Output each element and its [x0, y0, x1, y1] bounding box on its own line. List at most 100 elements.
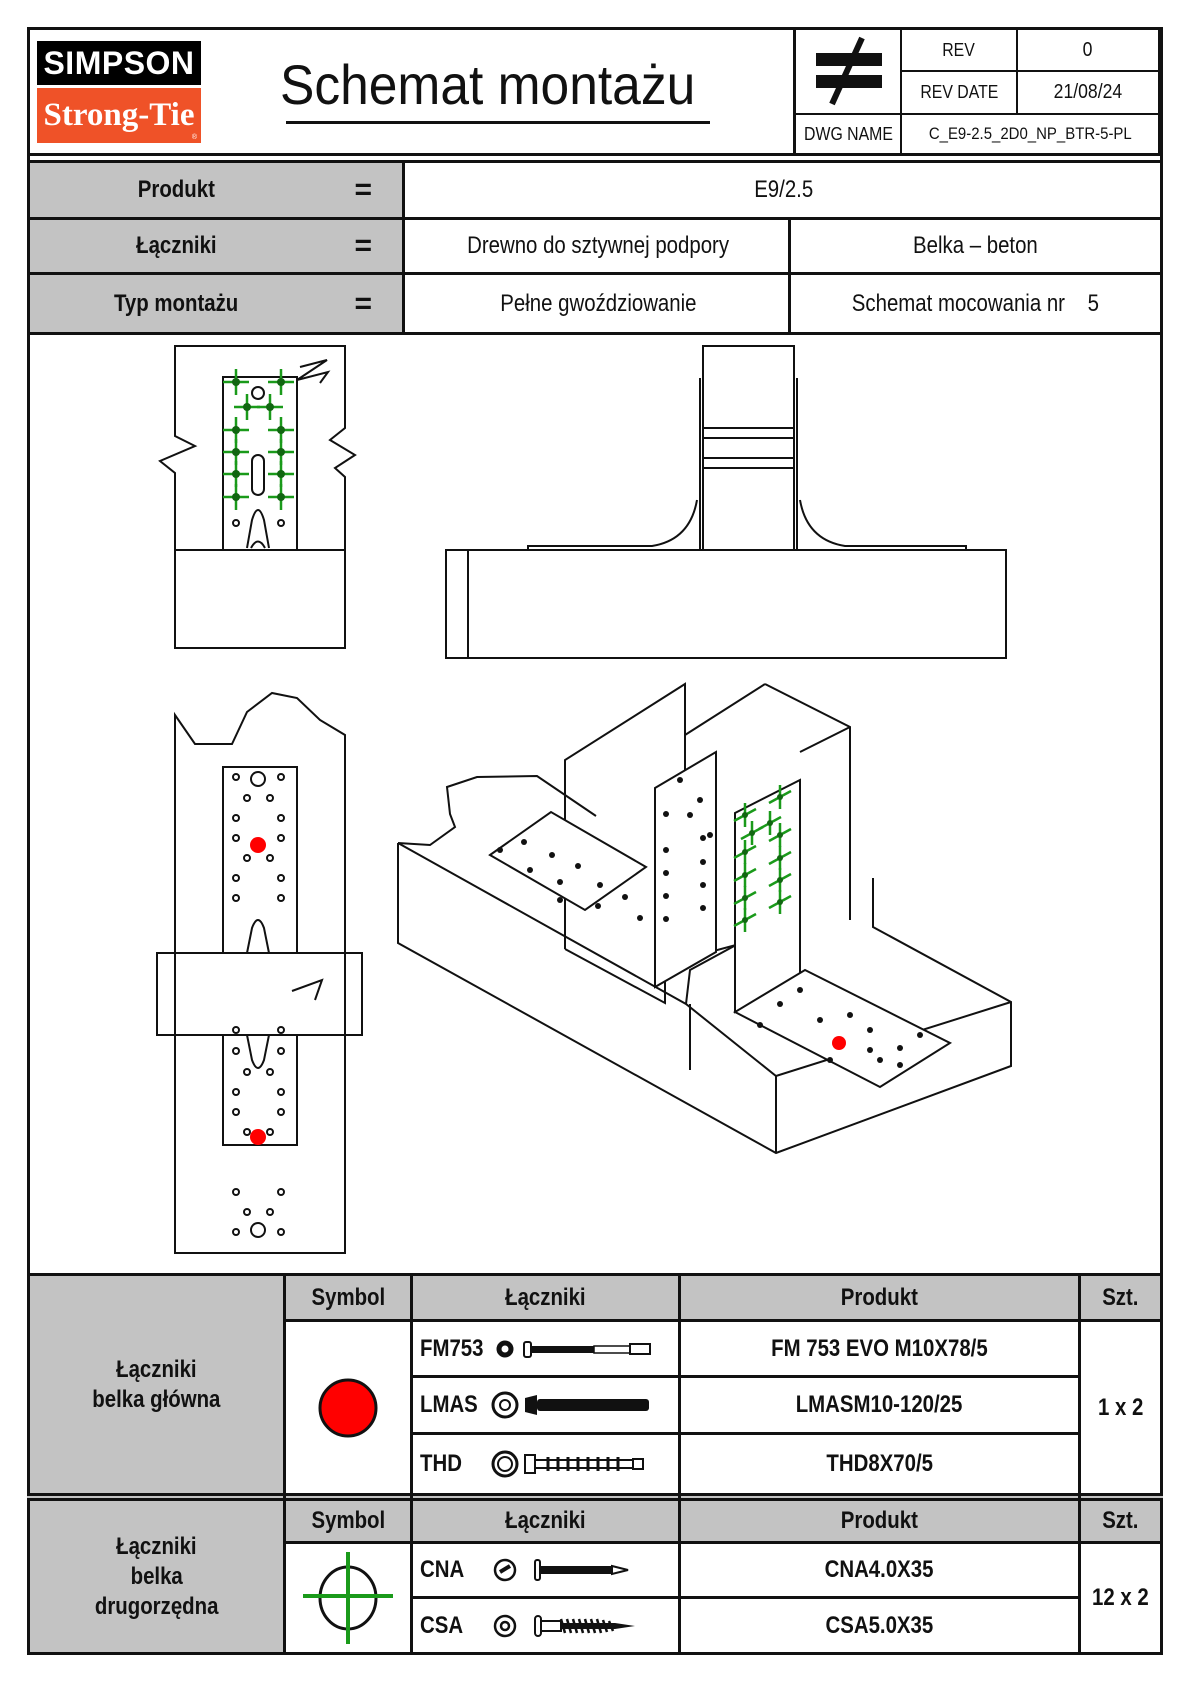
- nail-marker: [268, 461, 294, 487]
- column-divider: [678, 1493, 681, 1652]
- green-nail-markers: [223, 369, 294, 510]
- plate-hole: [663, 916, 669, 922]
- plate-hole: [663, 893, 669, 899]
- info-value-mounting-2: Schemat mocowania nr 5: [851, 289, 1100, 317]
- logo-bottom-text: Strong-Tie: [43, 97, 195, 133]
- info-value-fasteners-2: Belka – beton: [913, 232, 1038, 259]
- plate-hole: [637, 915, 643, 921]
- wood-screw-icon: [493, 1614, 635, 1637]
- equals-sign: =: [354, 286, 372, 320]
- drawing-frame: [27, 27, 1163, 1655]
- table2-header-product: Produkt: [681, 1501, 1078, 1541]
- plate-hole: [266, 1128, 274, 1136]
- logo-simpson: SIMPSON: [37, 41, 201, 85]
- plate-hole: [663, 847, 669, 853]
- plate-hole: [557, 879, 563, 885]
- plate-hole: [232, 1047, 240, 1055]
- plate-hole: [700, 859, 706, 865]
- rev-date-value: 21/08/24: [1018, 72, 1160, 115]
- view-isometric: [397, 682, 1012, 1155]
- view-top-secondary: [158, 345, 357, 649]
- plate-hole: [827, 1057, 833, 1063]
- column-divider: [410, 1493, 413, 1652]
- nail-marker: [758, 811, 782, 835]
- plate-hole: [663, 811, 669, 817]
- plate-hole: [777, 1001, 783, 1007]
- plate-hole: [277, 773, 285, 781]
- nail-marker: [268, 484, 294, 510]
- column-divider: [678, 1276, 681, 1493]
- table-divider: [27, 1493, 1163, 1501]
- info-section: Produkt = E9/2.5 Łączniki = Drewno do sz…: [27, 163, 1163, 338]
- nail-marker: [268, 417, 294, 443]
- iso-green-nail-markers: [733, 785, 792, 932]
- plate-hole: [277, 1188, 285, 1196]
- column-divider: [283, 1493, 286, 1652]
- product-thd: THD8X70/5: [826, 1450, 933, 1477]
- plate-hole: [797, 987, 803, 993]
- nail-marker: [733, 803, 757, 827]
- nail-marker: [768, 890, 792, 914]
- product-cna: CNA4.0X35: [825, 1556, 934, 1583]
- row-divider: [410, 1432, 1078, 1435]
- plate-hole: [243, 854, 251, 862]
- plate-hole: [597, 882, 603, 888]
- table1-header-symbol: Symbol: [286, 1276, 410, 1319]
- plate-hole: [527, 867, 533, 873]
- nail-marker: [733, 908, 757, 932]
- plate-hole: [595, 903, 601, 909]
- plate-hole: [243, 1128, 251, 1136]
- info-value-mounting-1: Pełne gwoździowanie: [499, 289, 697, 317]
- fastener-row-fm753: FM753: [420, 1322, 678, 1375]
- plate-hole: [266, 794, 274, 802]
- rev-date-label: REV DATE: [902, 72, 1018, 115]
- info-label-product: Produkt =: [30, 163, 405, 217]
- rev-label: REV: [902, 30, 1018, 72]
- hex-screw-icon: [491, 1450, 644, 1478]
- header-divider: [27, 153, 1163, 163]
- plate-holes: [232, 773, 285, 1236]
- nail-marker: [223, 461, 249, 487]
- equals-sign: =: [354, 173, 372, 206]
- plate-hole: [757, 1022, 763, 1028]
- nail-marker: [268, 369, 294, 395]
- plate-hole: [277, 834, 285, 842]
- plate-hole: [266, 1208, 274, 1216]
- table1-group-label: Łączniki belka główna: [30, 1276, 283, 1493]
- row-divider: [27, 272, 1163, 275]
- table2-group-label: Łączniki belka drugorzędna: [30, 1501, 283, 1652]
- plate-hole: [497, 847, 503, 853]
- plate-hole: [557, 897, 563, 903]
- plate-hole: [917, 1032, 923, 1038]
- plate-hole: [232, 1108, 240, 1116]
- plate-hole: [877, 1057, 883, 1063]
- fastener-row-cna: CNA: [420, 1544, 678, 1596]
- nail-marker: [768, 868, 792, 892]
- plate-hole: [897, 1045, 903, 1051]
- product-lmas: LMASM10-120/25: [796, 1391, 963, 1418]
- plate-hole: [897, 1062, 903, 1068]
- row-divider: [283, 1541, 1163, 1544]
- row-divider: [27, 217, 1163, 220]
- plate-hole: [232, 894, 240, 902]
- product-csa: CSA5.0X35: [825, 1611, 934, 1639]
- plate-hole: [277, 1047, 285, 1055]
- nail-marker: [768, 785, 792, 809]
- nail-marker: [733, 863, 757, 887]
- plate-hole: [663, 870, 669, 876]
- plate-hole: [243, 794, 251, 802]
- column-divider: [1078, 1276, 1081, 1493]
- plate-hole: [232, 814, 240, 822]
- plate-hole: [575, 863, 581, 869]
- plate-hole: [677, 777, 683, 783]
- row-divider: [283, 1319, 1163, 1322]
- plate-hole: [243, 1068, 251, 1076]
- plate-hole: [232, 874, 240, 882]
- anchor-marker: [250, 1129, 266, 1145]
- nail-marker: [234, 394, 260, 420]
- page-title: Schemat montażu: [280, 53, 696, 116]
- table1-header-qty: Szt.: [1081, 1276, 1160, 1319]
- plate-hole: [277, 814, 285, 822]
- anchor-marker: [250, 837, 266, 853]
- plate-hole: [700, 882, 706, 888]
